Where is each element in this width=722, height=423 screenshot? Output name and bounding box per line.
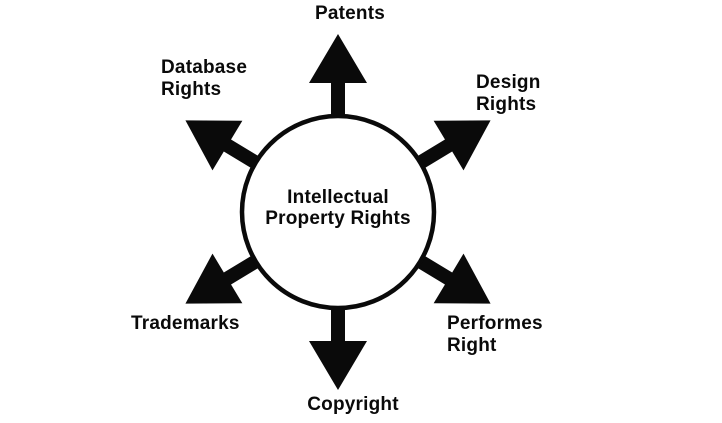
arrow-copyright (309, 307, 367, 390)
center-circle-label: Intellectual Property Rights (265, 187, 411, 229)
label-database-rights: Database Rights (161, 57, 248, 100)
label-performes-right: Performes Right (447, 313, 543, 356)
center-circle (239, 113, 437, 311)
label-design-rights: Design Rights (476, 72, 541, 115)
arrow-patents (309, 34, 367, 117)
label-copyright: Copyright (307, 394, 399, 415)
label-patents: Patents (314, 3, 386, 24)
label-trademarks: Trademarks (131, 313, 240, 334)
